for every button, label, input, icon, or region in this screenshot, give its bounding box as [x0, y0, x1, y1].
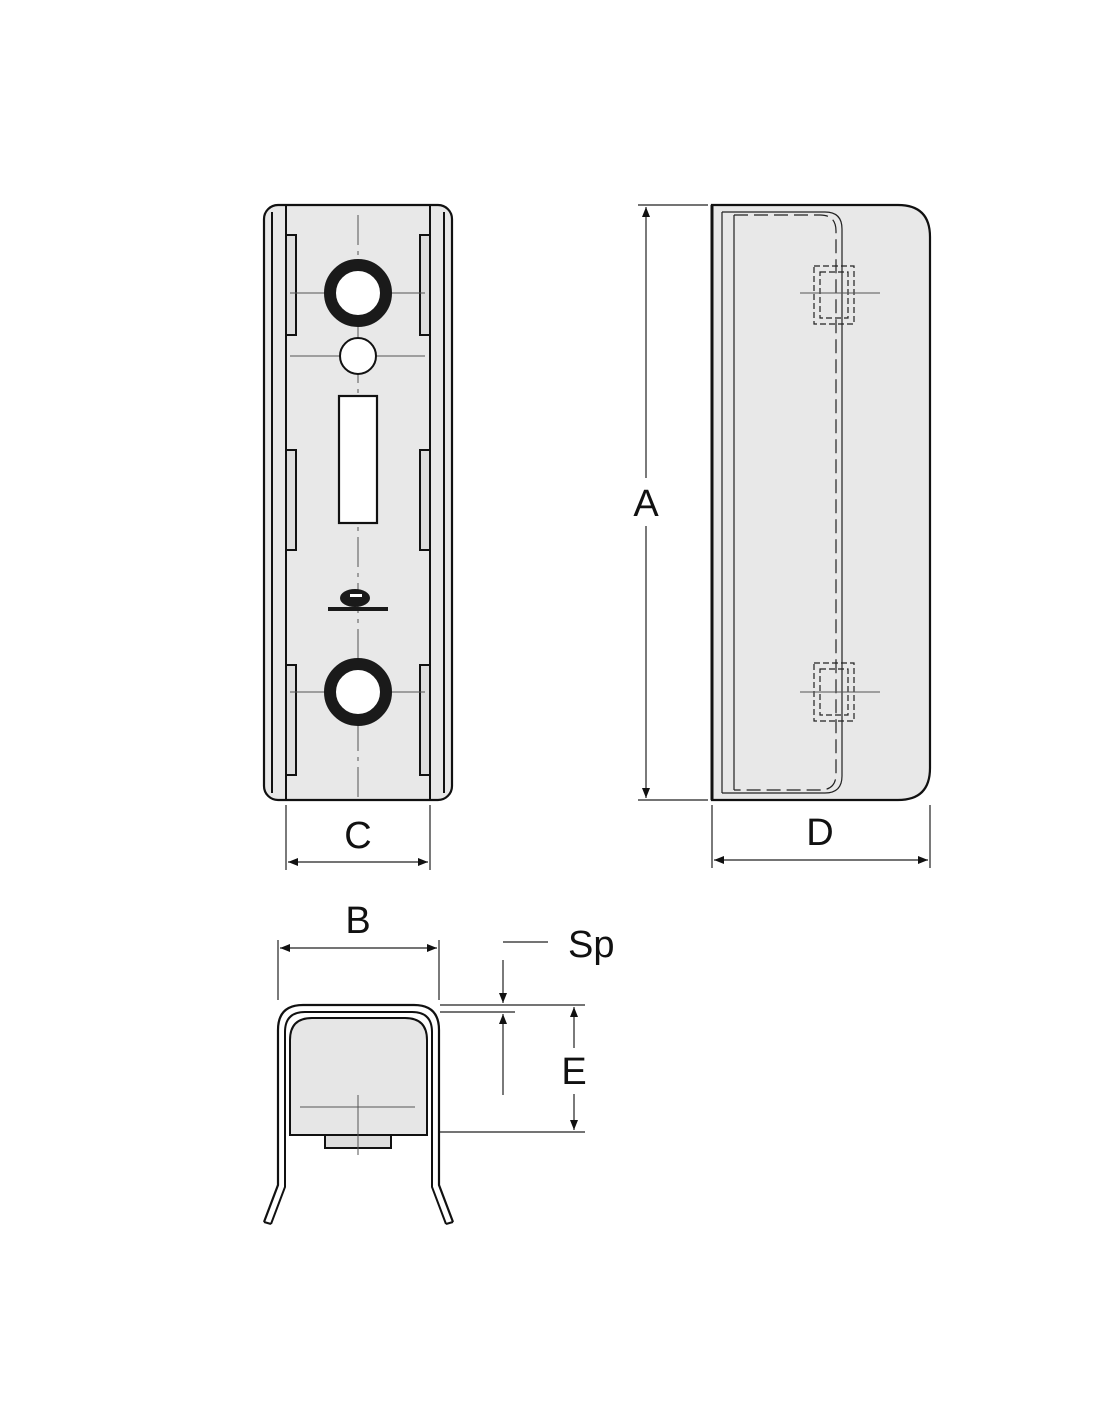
dimension-sp: Sp [440, 924, 614, 1095]
side-hidden-inner-profile [734, 214, 837, 791]
side-view [710, 203, 932, 802]
end-outer-profile [262, 1003, 455, 1223]
label-a: A [633, 483, 659, 525]
label-sp: Sp [568, 924, 614, 966]
label-c: C [344, 815, 371, 857]
lower-mounting-hole [324, 658, 392, 726]
side-inner-profile [722, 211, 843, 794]
dimension-b: B [277, 900, 440, 1000]
dimension-a: A [628, 204, 708, 801]
side-outer-body [710, 203, 932, 802]
front-side-tabs [285, 234, 431, 776]
small-round-hole [339, 337, 377, 375]
upper-mounting-hole [324, 259, 392, 327]
end-inner-profile [270, 1011, 447, 1225]
dimension-e: E [440, 1007, 592, 1133]
label-d: D [806, 812, 833, 854]
dimension-c: C [285, 805, 431, 870]
upper-hidden-bolt [800, 265, 880, 325]
label-e: E [561, 1051, 586, 1093]
front-view [262, 203, 454, 802]
label-b: B [345, 900, 370, 942]
dimension-d: D [711, 805, 931, 868]
lower-hidden-bolt [800, 662, 880, 722]
end-cap-insert [289, 1017, 428, 1136]
manufacturer-logo-mark [328, 589, 388, 611]
rectangular-slot [337, 394, 379, 525]
end-view [262, 1003, 455, 1225]
